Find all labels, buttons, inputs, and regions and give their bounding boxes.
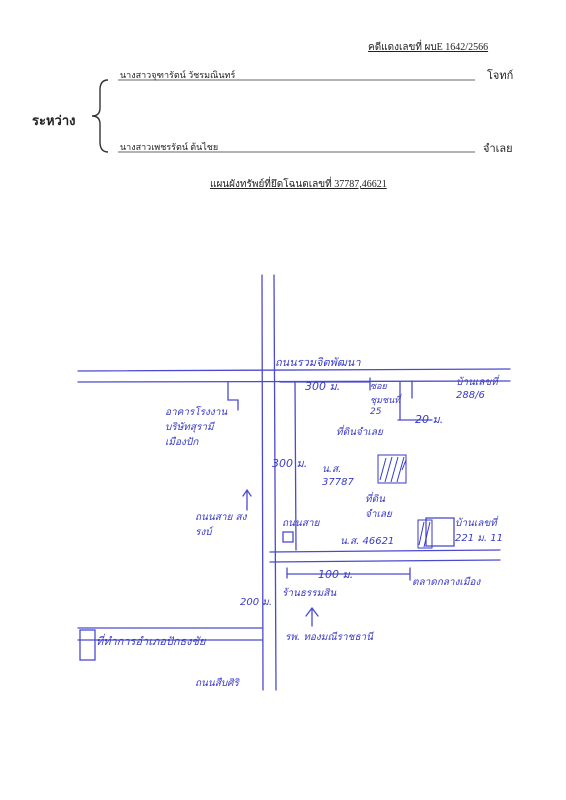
map-title: แผนผังทรัพย์ที่ยึดโฉนดเลขที่ 37787,46621 <box>210 179 387 190</box>
label-shop-left: ร้านธรรมสิน <box>282 588 337 599</box>
defendant-name: นางสาวเพชรรัตน์ ต้นไชย <box>120 142 219 152</box>
plaintiff-name: นางสาวจุฑารัตน์ วัชรมณินทร์ <box>120 70 236 80</box>
road-vertical-right <box>273 274 277 691</box>
header-lines <box>91 79 475 153</box>
label-road-top: ถนนรวมจิตพัฒนา <box>275 356 361 369</box>
direction-arrow-icon <box>242 488 252 511</box>
label-road-left: ถนนสาย สงรงบ์ <box>195 512 247 538</box>
plaintiff-role: โจทก์ <box>487 70 514 82</box>
road-lower-upper <box>269 549 501 553</box>
label-soi-25: ซอย ชุมชนที่ 25 <box>370 382 401 417</box>
case-number: คดีแดงเลขที่ ผบE 1642/2566 <box>368 42 489 53</box>
label-dist-100: 100 ม. <box>318 568 354 581</box>
label-dist-300-left: 300 ม. <box>272 457 308 470</box>
district-office-box <box>79 629 96 661</box>
label-house-288: บ้านเลขที่ 288/6 <box>456 377 498 401</box>
label-district-office: ที่ทำการอำเภอปักธงชัย <box>96 635 206 648</box>
house-221-box <box>425 517 455 547</box>
label-plot-2-deed: น.ส. 46621 <box>340 536 395 547</box>
plot-37787 <box>377 454 407 484</box>
north-arrow-icon <box>305 606 319 627</box>
label-school: รพ. ทองมณีราชธานี <box>285 632 373 643</box>
plot-46621 <box>417 519 433 549</box>
label-dist-200: 200 ม. <box>240 597 273 608</box>
between-label: ระหว่าง <box>32 113 76 128</box>
label-plot-2-owner: ที่ดินจำเลย <box>365 494 392 520</box>
label-house-221: บ้านเลขที่ 221 ม. 11 <box>455 518 503 544</box>
label-plot-1-deed: น.ส. 37787 <box>322 464 354 488</box>
road-vertical-left <box>261 274 264 691</box>
road-lower-lower <box>269 559 501 563</box>
between-brace <box>91 79 109 153</box>
label-plot-1-owner: ที่ดินจำเลย <box>336 427 383 438</box>
label-dist-300-top: 300 ม. <box>305 380 341 393</box>
label-land-office: อาคารโรงงาน บริษัทสุรามี เมืองปัก <box>165 407 228 448</box>
label-road-bottom: ถนนสืบศิริ <box>195 678 239 689</box>
label-road-mid: ถนนสาย <box>282 518 320 529</box>
label-shop-right: ตลาดกลางเมือง <box>412 577 481 588</box>
plot-37787-hatch <box>379 456 407 483</box>
road-top-upper <box>77 368 511 372</box>
defendant-role: จำเลย <box>483 143 513 155</box>
plot-46621-hatch <box>418 521 431 548</box>
small-building-icon <box>282 531 294 543</box>
label-dist-20: 20 ม. <box>415 413 444 426</box>
soi-line <box>294 381 297 551</box>
